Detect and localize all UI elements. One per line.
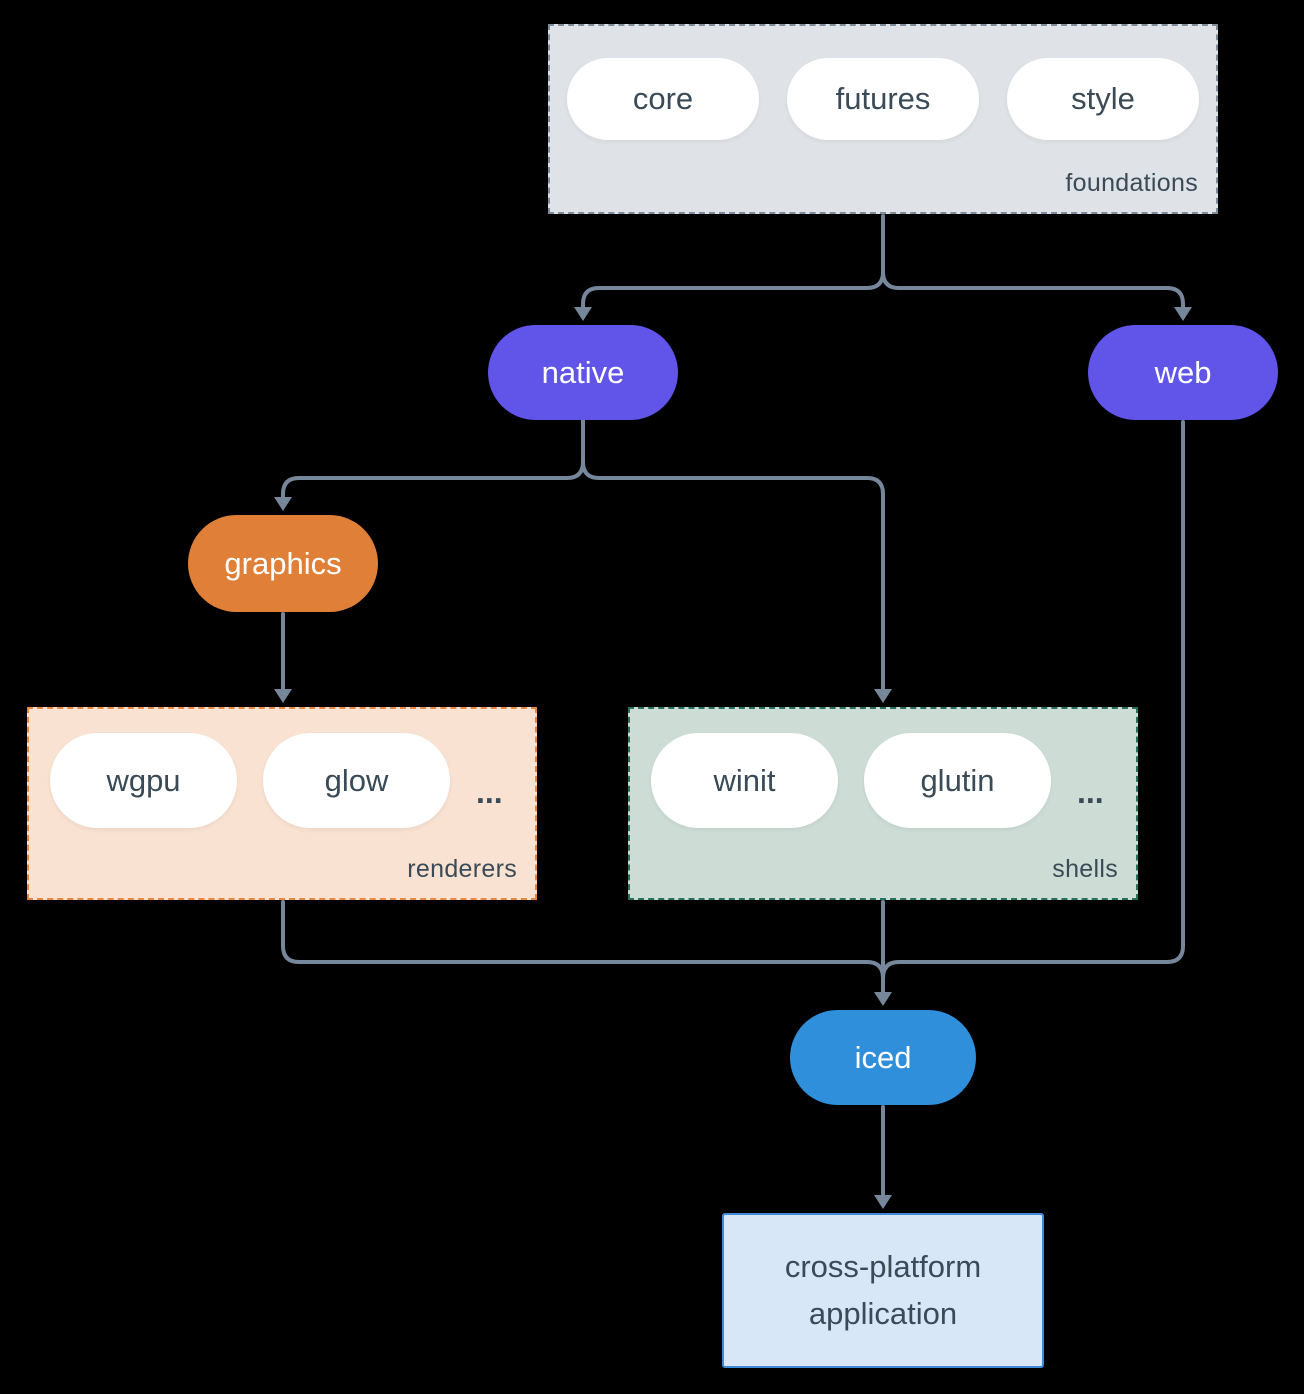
renderers-pill-row: wgpu glow ... — [29, 709, 535, 828]
connector-renderers-iced — [281, 900, 885, 980]
arrowhead-iced — [874, 992, 892, 1006]
graphics-pill: graphics — [188, 515, 378, 612]
connector-native-shells — [581, 460, 885, 691]
web-pill: web — [1088, 325, 1278, 420]
arrowhead-shells — [874, 689, 892, 703]
connector-foundations-web — [881, 270, 1185, 309]
renderers-label: renderers — [407, 855, 517, 883]
foundations-label: foundations — [1065, 169, 1198, 197]
arrowhead-native — [574, 307, 592, 321]
renderers-group: wgpu glow ... renderers — [27, 707, 537, 900]
foundations-pill-row: core futures style — [550, 26, 1216, 140]
connector-foundations-native — [581, 214, 885, 309]
pill-glow: glow — [263, 733, 450, 828]
connector-native-graphics — [281, 418, 585, 499]
native-pill: native — [488, 325, 678, 420]
arrowhead-renderers — [274, 689, 292, 703]
pill-glutin: glutin — [864, 733, 1051, 828]
renderers-ellipsis: ... — [476, 774, 503, 810]
shells-group: winit glutin ... shells — [628, 707, 1138, 900]
pill-winit: winit — [651, 733, 838, 828]
iced-pill: iced — [790, 1010, 976, 1105]
pill-style: style — [1007, 58, 1199, 140]
pill-core: core — [567, 58, 759, 140]
pill-wgpu: wgpu — [50, 733, 237, 828]
application-box: cross-platform application — [722, 1213, 1044, 1368]
foundations-group: core futures style foundations — [548, 24, 1218, 214]
arrowhead-application — [874, 1195, 892, 1209]
shells-pill-row: winit glutin ... — [630, 709, 1136, 828]
arrowhead-web — [1174, 307, 1192, 321]
arrowhead-graphics — [274, 497, 292, 511]
application-label: cross-platform application — [784, 1249, 982, 1331]
shells-ellipsis: ... — [1077, 774, 1104, 810]
shells-label: shells — [1052, 855, 1118, 883]
pill-futures: futures — [787, 58, 979, 140]
